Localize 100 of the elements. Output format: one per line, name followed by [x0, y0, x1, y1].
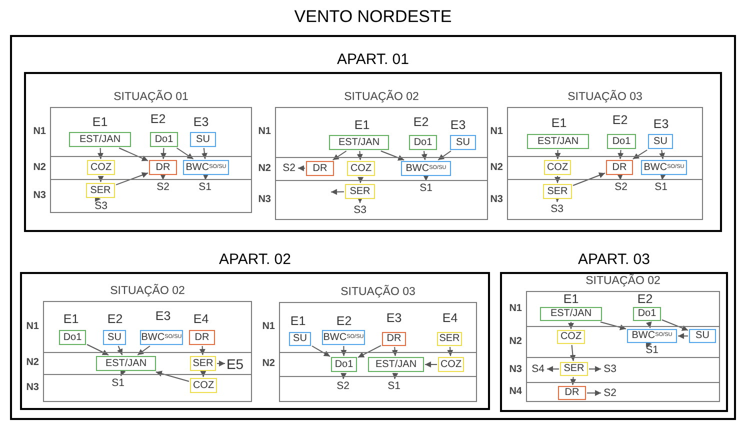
room-box: DR: [382, 332, 406, 346]
arrow: [332, 150, 347, 160]
room-box: SER: [190, 356, 216, 371]
arrow: [97, 148, 104, 160]
arrow: [646, 321, 652, 328]
floor-label: N3: [258, 195, 271, 205]
column-label: E2: [413, 116, 429, 128]
sector-label: S3: [549, 203, 565, 215]
room-box: Do1: [607, 134, 636, 149]
arrow: [423, 175, 429, 182]
arrow: [646, 344, 652, 347]
room-box: SER: [543, 184, 572, 199]
arrow: [117, 346, 123, 356]
arrow: [340, 372, 347, 380]
room-box: SU: [648, 134, 673, 149]
room-box: SER: [437, 332, 462, 346]
room-box: DR: [149, 160, 177, 175]
column-label: E3: [450, 119, 466, 132]
arrow: [424, 362, 438, 368]
arrow: [199, 346, 206, 356]
column-label: E1: [563, 293, 579, 306]
arrow: [392, 372, 398, 380]
room-box: SER: [560, 362, 588, 376]
arrow: [216, 360, 226, 366]
arrow: [572, 172, 606, 186]
room-box: EST/JAN: [527, 134, 589, 149]
room-box: Do1: [633, 307, 661, 321]
column-label: E2: [612, 114, 628, 126]
arrow: [312, 346, 330, 357]
situation-heading: SITUAÇÃO 02: [344, 92, 419, 104]
arrow: [340, 346, 347, 356]
sector-label: S1: [418, 182, 434, 194]
arrow: [421, 150, 428, 160]
room-box: EST/JAN: [96, 356, 156, 371]
arrow: [358, 345, 382, 358]
arrow: [160, 148, 167, 160]
room-box: SER: [86, 183, 115, 198]
arrow: [568, 322, 574, 330]
sector-label: S2: [613, 181, 629, 193]
room-box: DR: [558, 386, 586, 400]
arrow: [358, 176, 364, 184]
arrow: [600, 322, 626, 330]
column-label: E1: [551, 117, 567, 130]
room-box: EST/JAN: [540, 307, 602, 321]
room-box: Do1: [409, 135, 437, 150]
arrow: [118, 148, 148, 162]
column-label: E4: [442, 312, 458, 324]
room-box: DR: [606, 160, 633, 175]
sector-label: S1: [110, 377, 126, 389]
arrow: [330, 188, 344, 195]
floor-label: N2: [490, 162, 503, 172]
sector-label: S1: [644, 345, 660, 356]
arrow: [660, 174, 666, 180]
apartment-heading: APART. 03: [578, 252, 650, 267]
arrow: [588, 366, 602, 372]
apartment-heading: APART. 02: [219, 252, 291, 267]
floor-label: N1: [33, 126, 46, 136]
floor-label: N2: [33, 162, 46, 172]
column-label: E3: [653, 118, 669, 130]
room-box: Do1: [331, 357, 357, 372]
column-label: E4: [193, 313, 209, 326]
room-box: SU: [190, 132, 216, 147]
floor-label: N3: [26, 383, 39, 393]
arrow: [137, 346, 150, 356]
floor-label: N2: [509, 336, 522, 346]
room-box: COZ: [438, 357, 464, 372]
arrow: [95, 198, 102, 202]
floor-label: N2: [26, 358, 39, 368]
floor-label: N1: [258, 127, 271, 137]
room-box: SU: [450, 135, 476, 150]
arrow: [298, 165, 306, 172]
room-box: Do1: [59, 330, 86, 345]
room-box: COZ: [557, 330, 585, 344]
arrow: [356, 150, 363, 160]
floor-label: N3: [509, 364, 522, 374]
floor-label: N4: [509, 387, 522, 397]
arrow: [618, 150, 624, 160]
arrow: [176, 148, 194, 160]
situation-heading: SITUAÇÃO 03: [568, 92, 642, 104]
sector-label: S3: [93, 200, 109, 212]
room-box: SU: [103, 330, 126, 345]
situation-heading: SITUAÇÃO 03: [340, 287, 416, 298]
arrow: [570, 376, 576, 386]
arrow: [554, 150, 561, 160]
arrow: [357, 197, 363, 204]
column-label: E2: [150, 113, 166, 126]
arrow: [659, 150, 665, 160]
sector-label: S1: [197, 181, 213, 193]
column-label: E3: [155, 310, 171, 322]
arrow: [155, 370, 190, 382]
arrow: [617, 174, 624, 180]
room-box: Do1: [150, 132, 178, 147]
sector-label: E5: [226, 356, 244, 371]
room-box: COZ: [347, 161, 375, 176]
room-box: EST/JAN: [368, 357, 424, 372]
arrow: [586, 390, 602, 396]
arrow: [160, 174, 166, 180]
sector-label: S3: [352, 204, 368, 216]
sector-label: S2: [602, 387, 618, 399]
situation-heading: SITUAÇÃO 02: [110, 286, 185, 298]
